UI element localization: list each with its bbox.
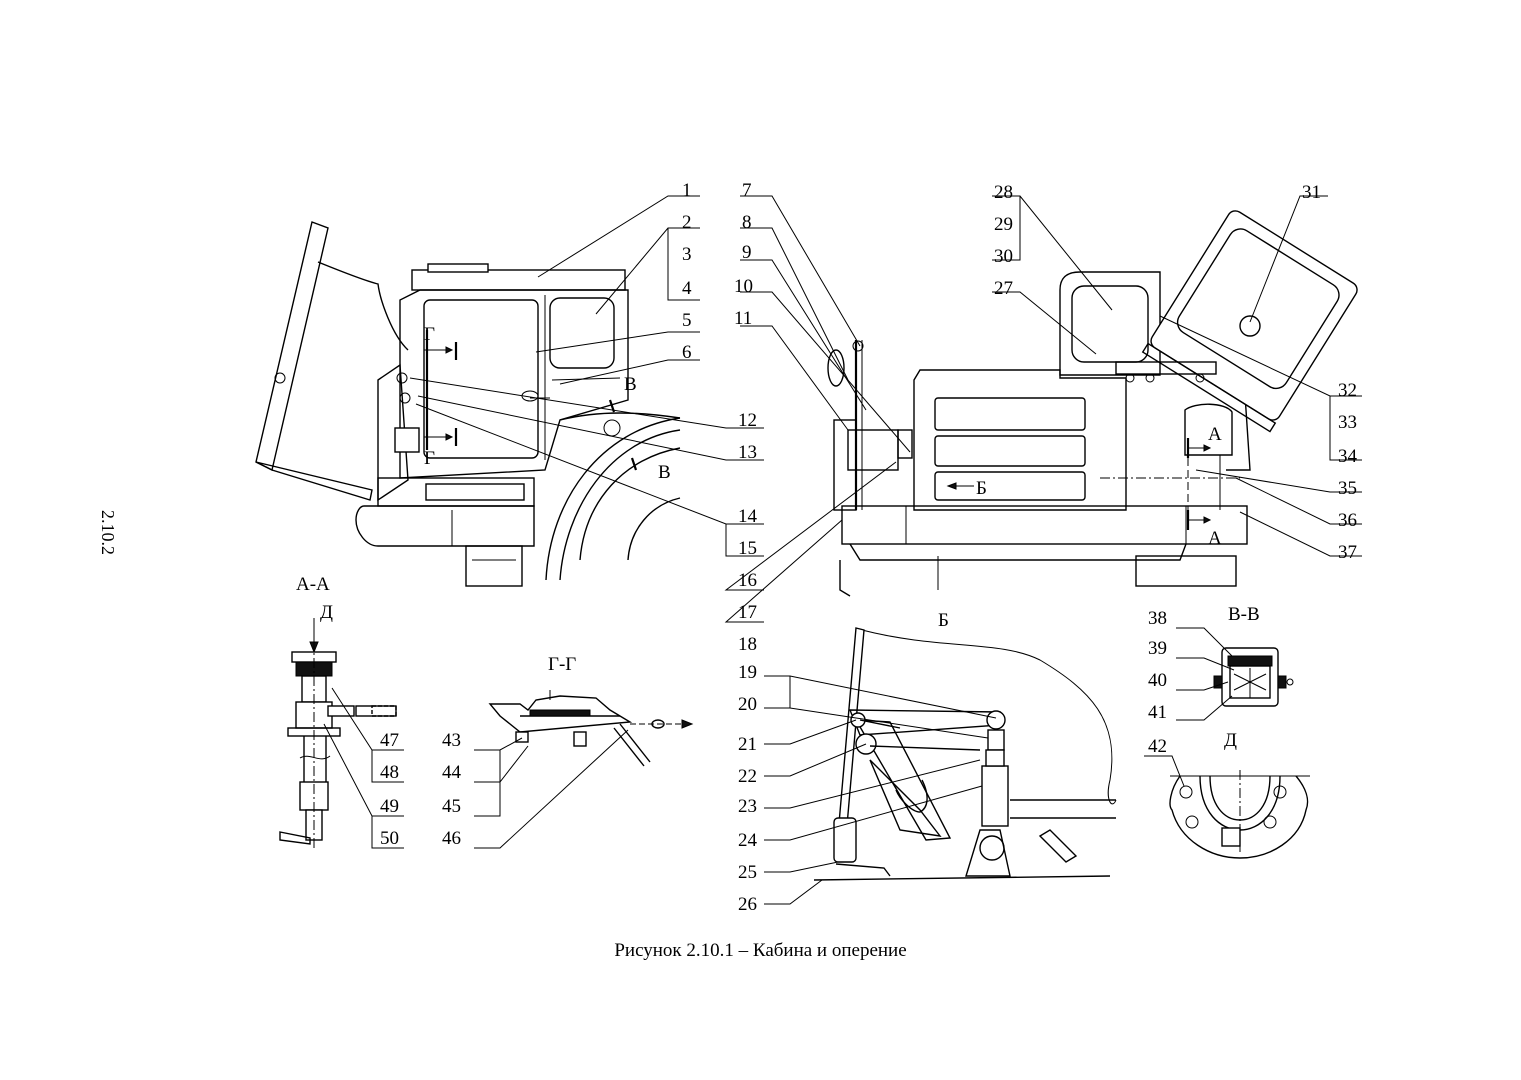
callout-6: 6: [682, 342, 692, 363]
section-gg: [474, 690, 694, 849]
callout-38: 38: [1148, 608, 1167, 629]
callout-14: 14: [738, 506, 758, 527]
label-section-gg: Г-Г: [548, 654, 576, 675]
callout-13: 13: [738, 442, 757, 463]
callout-18: 18: [738, 634, 757, 655]
callout-1: 1: [682, 180, 692, 201]
callout-21: 21: [738, 734, 757, 755]
callout-46: 46: [442, 828, 461, 849]
label-a-top: А: [1208, 424, 1222, 445]
cab-side-view: [255, 221, 681, 587]
callout-25: 25: [738, 862, 757, 883]
callout-22: 22: [738, 766, 757, 787]
callout-4: 4: [682, 278, 692, 299]
label-d-arrow: Д: [320, 602, 333, 623]
label-g-bottom: Г: [424, 448, 435, 469]
callout-29: 29: [994, 214, 1013, 235]
callout-23: 23: [738, 796, 757, 817]
label-v-bottom: В: [658, 462, 671, 483]
callout-44: 44: [442, 762, 462, 783]
label-section-vv: В-В: [1228, 604, 1260, 625]
label-a-bottom: А: [1208, 528, 1222, 549]
section-letters: А-А Д Г-Г Б В-В Д А А Б В В Г Г: [296, 324, 1260, 751]
callout-27: 27: [994, 278, 1013, 299]
callout-20: 20: [738, 694, 757, 715]
leaders-left: [409, 195, 764, 557]
callout-47: 47: [380, 730, 399, 751]
callout-50: 50: [380, 828, 399, 849]
callout-12: 12: [738, 410, 757, 431]
leaders-right: [724, 195, 1362, 623]
callout-41: 41: [1148, 702, 1167, 723]
figure-caption: Рисунок 2.10.1 – Кабина и оперение: [614, 940, 907, 961]
callout-33: 33: [1338, 412, 1357, 433]
view-d: [1144, 755, 1310, 859]
tractor-side-view: [827, 210, 1358, 597]
label-v-top: В: [624, 374, 637, 395]
callout-30: 30: [994, 246, 1013, 267]
callout-8: 8: [742, 212, 752, 233]
callout-35: 35: [1338, 478, 1357, 499]
section-vv: [1176, 627, 1294, 721]
callout-26: 26: [738, 894, 757, 915]
callout-32: 32: [1338, 380, 1357, 401]
callout-10: 10: [734, 276, 753, 297]
label-b-arrow: Б: [976, 478, 987, 499]
callout-36: 36: [1338, 510, 1357, 531]
callout-labels: 1 2 3 4 5 6 7 8 9 10 11 12 13 14 15 16 1…: [380, 180, 1358, 915]
callout-3: 3: [682, 244, 692, 265]
callout-28: 28: [994, 182, 1013, 203]
label-g-top: Г: [424, 324, 435, 345]
callout-19: 19: [738, 662, 757, 683]
callout-49: 49: [380, 796, 399, 817]
section-b: [764, 627, 1117, 905]
hood-panel: [255, 221, 329, 472]
callout-39: 39: [1148, 638, 1167, 659]
callout-17: 17: [738, 602, 757, 623]
callout-16: 16: [738, 570, 757, 591]
callout-42: 42: [1148, 736, 1167, 757]
section-aa: [279, 618, 404, 850]
callout-5: 5: [682, 310, 692, 331]
callout-11: 11: [734, 308, 752, 329]
callout-43: 43: [442, 730, 461, 751]
callout-2: 2: [682, 212, 692, 233]
callout-45: 45: [442, 796, 461, 817]
callout-48: 48: [380, 762, 399, 783]
callout-24: 24: [738, 830, 758, 851]
callout-40: 40: [1148, 670, 1167, 691]
callout-9: 9: [742, 242, 752, 263]
callout-31: 31: [1302, 182, 1321, 203]
label-view-d: Д: [1224, 730, 1237, 751]
callout-7: 7: [742, 180, 752, 201]
page-number: 2.10.2: [98, 510, 118, 555]
callout-34: 34: [1338, 446, 1358, 467]
callout-37: 37: [1338, 542, 1357, 563]
label-section-b: Б: [938, 610, 949, 631]
label-section-aa: А-А: [296, 574, 330, 595]
callout-15: 15: [738, 538, 757, 559]
